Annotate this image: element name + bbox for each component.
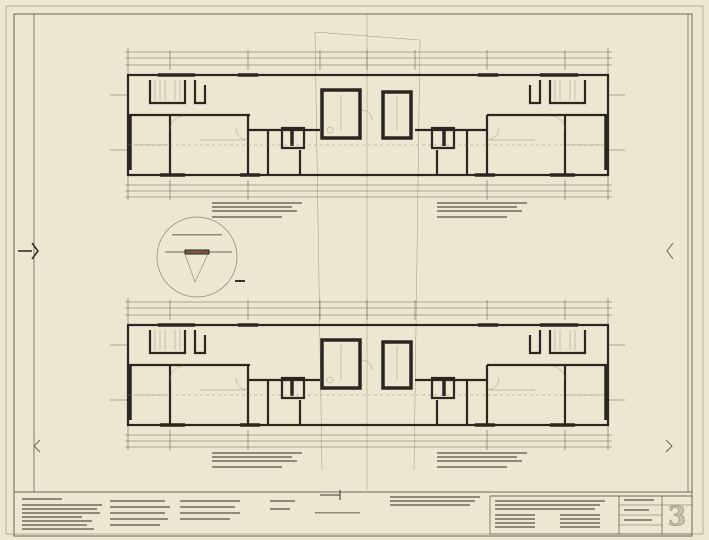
floor-plan-upper [108, 46, 627, 202]
title-block [14, 490, 693, 535]
elevation-arrow-left [18, 242, 39, 260]
marker-left-bottom [33, 439, 41, 453]
plan-notes [212, 202, 527, 468]
outer-trim [5, 5, 704, 535]
floor-plan-lower [108, 296, 627, 452]
sheet-number: 3 [667, 502, 687, 533]
section-guide-lines [314, 14, 421, 490]
marker-right-bottom [665, 439, 673, 453]
elevation-arrow-right [666, 242, 674, 260]
drawing-border [13, 13, 693, 537]
door-detail-circle [156, 216, 245, 298]
